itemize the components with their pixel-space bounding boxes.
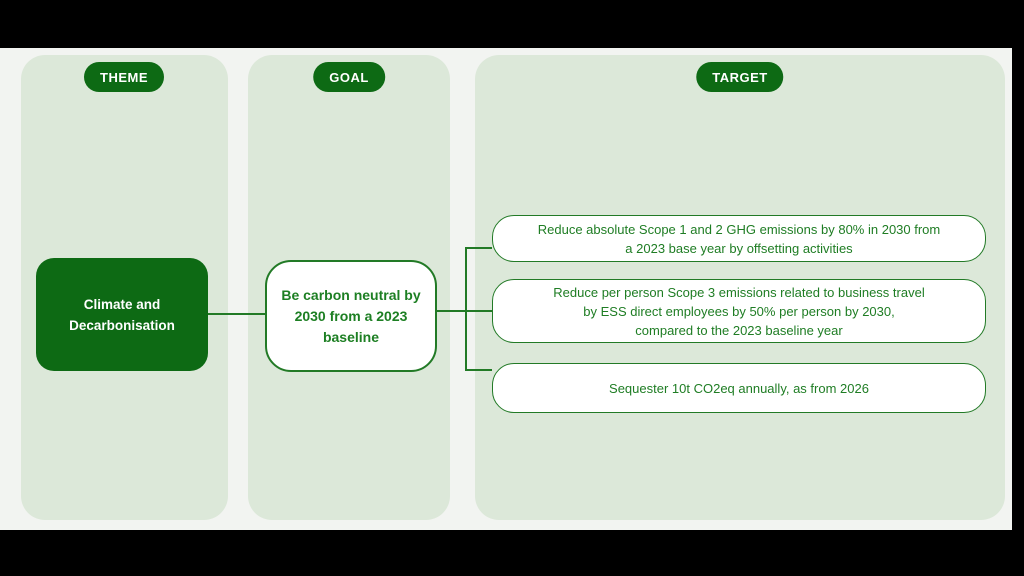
theme-header-label: THEME bbox=[100, 69, 148, 85]
theme-header-pill: THEME bbox=[84, 62, 164, 92]
goal-header-pill: GOAL bbox=[313, 62, 385, 92]
goal-header-label: GOAL bbox=[329, 69, 369, 85]
target-header-pill: TARGET bbox=[696, 62, 784, 92]
target-node-text: Reduce per person Scope 3 emissions rela… bbox=[553, 284, 925, 338]
connector-branch-target-3 bbox=[466, 369, 492, 371]
target-header-label: TARGET bbox=[712, 69, 768, 85]
target-node-scope-1-2: Reduce absolute Scope 1 and 2 GHG emissi… bbox=[492, 215, 986, 262]
goal-node-carbon-neutral: Be carbon neutral by 2030 from a 2023 ba… bbox=[265, 260, 437, 372]
goal-node-text: Be carbon neutral by 2030 from a 2023 ba… bbox=[281, 286, 421, 345]
theme-node-text: Climate and Decarbonisation bbox=[69, 296, 175, 333]
theme-node-climate-decarbonisation: Climate and Decarbonisation bbox=[36, 258, 208, 371]
connector-goal-to-targets bbox=[437, 310, 492, 312]
target-node-sequester: Sequester 10t CO2eq annually, as from 20… bbox=[492, 363, 986, 413]
connector-trunk-vertical bbox=[465, 247, 467, 371]
target-node-scope-3-travel: Reduce per person Scope 3 emissions rela… bbox=[492, 279, 986, 343]
target-node-text: Sequester 10t CO2eq annually, as from 20… bbox=[609, 380, 869, 396]
connector-theme-to-goal bbox=[208, 313, 265, 315]
connector-branch-target-1 bbox=[466, 247, 492, 249]
target-node-text: Reduce absolute Scope 1 and 2 GHG emissi… bbox=[537, 221, 941, 256]
